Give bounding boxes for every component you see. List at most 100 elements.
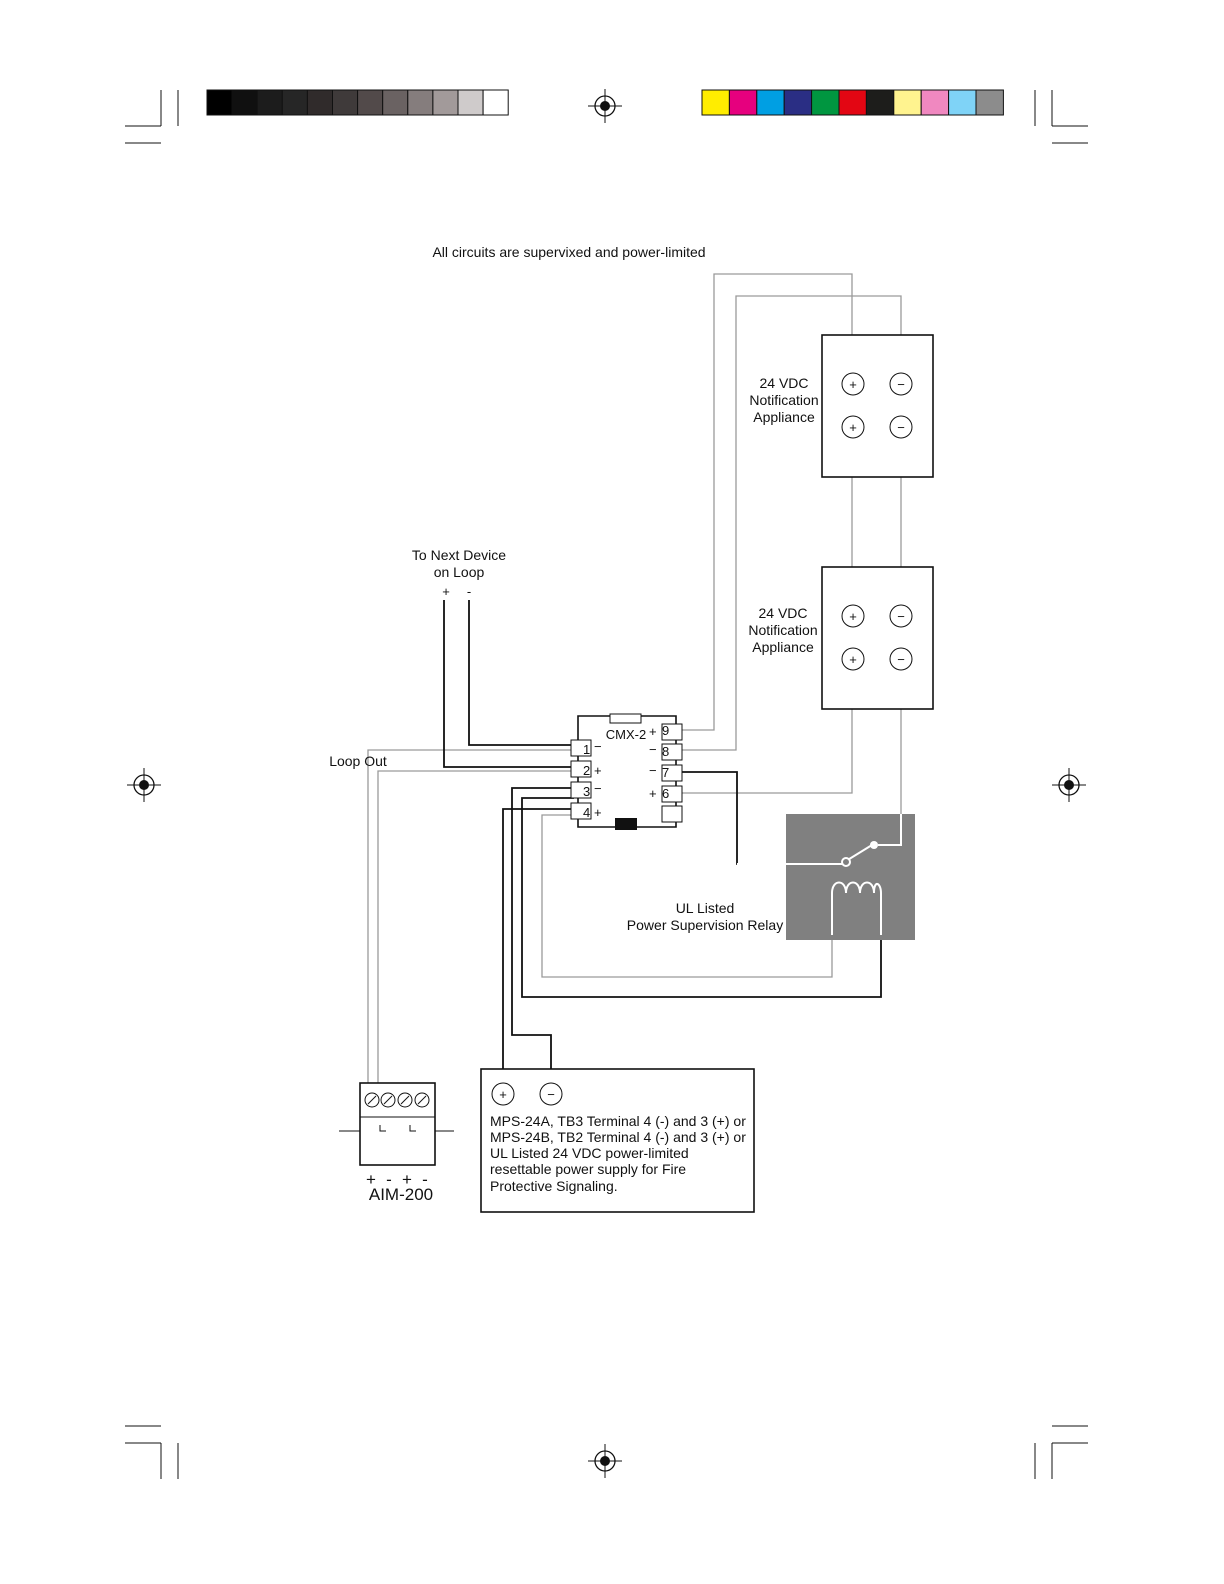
next-device-line-1: To Next Device <box>412 547 506 563</box>
power-supply-line-3: UL Listed 24 VDC power-limited <box>490 1145 689 1161</box>
appliance-top-minus-1: − <box>897 377 905 392</box>
registration-mark-top <box>588 89 622 123</box>
gray-swatch-9 <box>407 89 434 116</box>
wire-terminal4-coil <box>541 814 833 978</box>
notification-appliance-bottom: 24 VDC Notification Appliance + − + − <box>748 566 934 710</box>
wire-loop-out-1 <box>367 749 574 1095</box>
power-supply-line-2: MPS-24B, TB2 Terminal 4 (-) and 3 (+) or <box>490 1129 746 1145</box>
gray-swatch-2 <box>231 89 258 116</box>
aim-sign-4: - <box>422 1170 428 1189</box>
registration-mark-bottom <box>588 1444 622 1478</box>
color-swatch-6 <box>838 89 867 116</box>
relay-coil-icon <box>831 881 882 935</box>
loop-out-label: Loop Out <box>329 753 387 769</box>
power-supply-minus: − <box>547 1087 555 1102</box>
gray-swatch-7 <box>357 89 384 116</box>
relay-label-2: Power Supervision Relay <box>627 917 783 933</box>
cmx-pin-7: 7 <box>662 765 669 780</box>
appliance-top-minus-2: − <box>897 420 905 435</box>
color-swatch-4 <box>783 89 813 116</box>
aim-screw-terminals <box>364 1092 430 1108</box>
color-bar <box>701 89 1004 116</box>
color-swatch-10 <box>948 89 977 116</box>
power-supply-line-1: MPS-24A, TB3 Terminal 4 (-) and 3 (+) or <box>490 1113 746 1129</box>
color-swatch-1 <box>701 89 730 116</box>
cmx-pin-9: 9 <box>662 723 669 738</box>
wire-loop-out-2 <box>377 770 574 1095</box>
gray-swatch-1 <box>206 89 233 116</box>
cmx-bottom-connector <box>615 818 637 830</box>
cmx-pin-9-sign: + <box>649 724 657 739</box>
registration-mark-right <box>1052 768 1086 802</box>
wire-terminal8 <box>676 295 902 751</box>
cmx-2-module: CMX-2 1 − 2 + 3 − 4 + 9 + 8 − 7 − 6 + <box>570 713 683 830</box>
aim-name: AIM-200 <box>369 1185 433 1204</box>
wire-terminal6 <box>676 709 853 794</box>
cmx-top-tab <box>609 713 642 724</box>
color-swatch-11 <box>975 89 1004 116</box>
gray-swatch-10 <box>432 89 459 116</box>
gray-wires <box>367 273 902 1095</box>
aim-sign-1: + <box>366 1170 376 1189</box>
appliance-bottom-plus-2: + <box>849 652 857 667</box>
cmx-name: CMX-2 <box>606 727 646 742</box>
cmx-left-terminal-blocks <box>570 739 592 820</box>
appliance-top-plus-2: + <box>849 420 857 435</box>
wire-terminal3 <box>511 787 574 1084</box>
appliance-bottom-minus-1: − <box>897 609 905 624</box>
gray-swatch-6 <box>332 89 359 116</box>
notification-appliance-top: 24 VDC Notification Appliance + − + − <box>749 334 934 478</box>
gray-swatch-3 <box>256 89 283 116</box>
appliance-bottom-label-1: 24 VDC <box>758 605 807 621</box>
color-swatch-3 <box>756 89 785 116</box>
cmx-pin-4-sign: + <box>594 805 602 820</box>
cmx-pin-2: 2 <box>583 763 590 778</box>
gray-swatch-8 <box>382 89 409 116</box>
wire-terminal9 <box>676 273 853 731</box>
aim-sign-2: - <box>386 1170 392 1189</box>
power-supply-box: + − MPS-24A, TB3 Terminal 4 (-) and 3 (+… <box>480 1068 755 1213</box>
power-supply-line-4: resettable power supply for Fire <box>490 1161 686 1177</box>
cmx-pin-2-sign: + <box>594 763 602 778</box>
cmx-pin-4: 4 <box>583 805 590 820</box>
cmx-pin-6: 6 <box>662 786 669 801</box>
appliance-bottom-label-2: Notification <box>748 622 817 638</box>
cmx-pin-8-sign: − <box>649 742 657 757</box>
appliance-top-label-3: Appliance <box>753 409 815 425</box>
relay-label-1: UL Listed <box>676 900 735 916</box>
gray-swatch-11 <box>457 89 484 116</box>
power-supply-line-5: Protective Signaling. <box>490 1178 618 1194</box>
appliance-top-label-1: 24 VDC <box>759 375 808 391</box>
registration-mark-left <box>127 768 161 802</box>
appliance-bottom-minus-2: − <box>897 652 905 667</box>
cmx-pin-3-sign: − <box>594 781 602 796</box>
gray-swatch-5 <box>306 89 333 116</box>
wire-next-device-minus <box>468 600 574 746</box>
gray-swatch-12 <box>482 89 509 116</box>
next-device-line-2: on Loop <box>434 564 485 580</box>
power-supply-plus: + <box>499 1087 507 1102</box>
cmx-pin-1: 1 <box>583 742 590 757</box>
cmx-pin-8: 8 <box>662 744 669 759</box>
next-device-plus: + <box>442 584 450 599</box>
wire-next-device-plus <box>443 600 574 768</box>
color-swatch-9 <box>920 89 950 116</box>
appliance-top-plus-1: + <box>849 377 857 392</box>
crop-marks <box>125 90 1088 1479</box>
color-swatch-7 <box>865 89 895 116</box>
cmx-pin-1-sign: − <box>594 739 602 754</box>
relay-contact-open <box>841 857 851 867</box>
header-note: All circuits are supervixed and power-li… <box>432 244 705 260</box>
color-swatch-8 <box>893 89 922 116</box>
cmx-pin-7-sign: − <box>649 763 657 778</box>
appliance-bottom-label-3: Appliance <box>752 639 814 655</box>
color-swatch-5 <box>811 89 840 116</box>
appliance-bottom-plus-1: + <box>849 609 857 624</box>
aim-200-module: + - + - AIM-200 <box>339 1082 454 1204</box>
relay-contact-fixed <box>870 841 878 849</box>
gray-swatch-4 <box>281 89 308 116</box>
gray-scale-bar <box>206 89 509 116</box>
wire-terminal4 <box>502 808 574 1084</box>
color-swatch-2 <box>728 89 758 116</box>
relay-switch-arm <box>845 844 873 862</box>
